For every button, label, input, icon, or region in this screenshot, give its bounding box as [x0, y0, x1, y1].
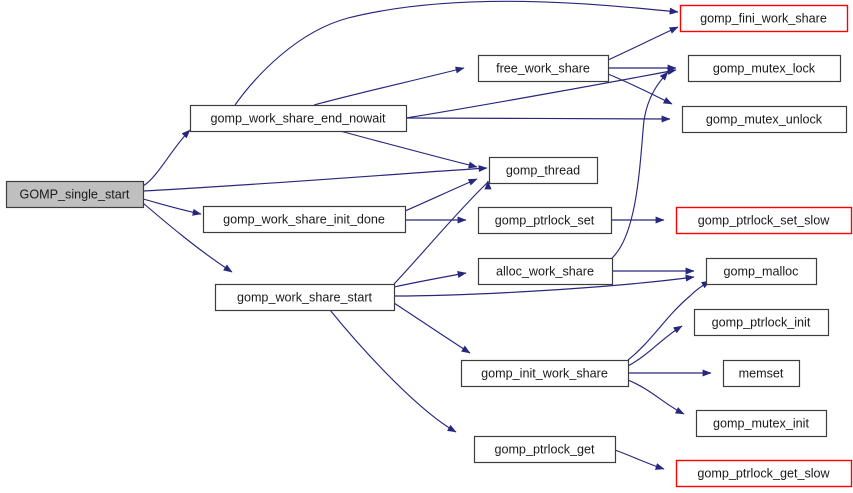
- node-gomp_init_work_share[interactable]: gomp_init_work_share: [460, 359, 630, 388]
- call-edge-free_work_share-to-gomp_mutex_unlock: [607, 73, 673, 105]
- call-edge-gomp_work_share_start-to-gomp_malloc: [393, 274, 695, 297]
- node-gomp_work_share_start[interactable]: gomp_work_share_start: [214, 283, 396, 312]
- node-box-gomp_ptrlock_set_slow[interactable]: [675, 206, 853, 235]
- node-box-gomp_ptrlock_get[interactable]: [473, 435, 617, 464]
- node-box-gomp_mutex_init[interactable]: [695, 409, 828, 438]
- call-edge-gomp_work_share_end_nowait-to-gomp_mutex_lock: [405, 68, 677, 119]
- call-edge-gomp_single_start-to-gomp_work_share_start: [142, 202, 233, 273]
- call-edge-alloc_work_share-to-gomp_mutex_lock: [611, 71, 669, 259]
- node-box-gomp_thread[interactable]: [488, 156, 599, 185]
- node-box-gomp_mutex_lock[interactable]: [687, 54, 842, 83]
- call-edge-gomp_work_share_init_done-to-gomp_thread: [404, 178, 478, 212]
- call-edge-gomp_init_work_share-to-gomp_mutex_init: [627, 379, 685, 415]
- node-gomp_mutex_lock[interactable]: gomp_mutex_lock: [687, 54, 842, 83]
- node-gomp_ptrlock_get[interactable]: gomp_ptrlock_get: [473, 435, 617, 464]
- call-edge-gomp_work_share_end_nowait-to-free_work_share: [313, 66, 465, 106]
- node-box-free_work_share[interactable]: [477, 54, 610, 83]
- call-edge-gomp_work_share_end_nowait-to-gomp_thread: [339, 130, 478, 169]
- call-edge-gomp_work_share_start-to-gomp_ptrlock_get: [329, 309, 457, 433]
- node-gomp_ptrlock_init[interactable]: gomp_ptrlock_init: [693, 308, 830, 337]
- node-gomp_single_start[interactable]: GOMP_single_start: [5, 180, 145, 209]
- call-edge-gomp_single_start-to-gomp_work_share_init_done: [142, 198, 202, 216]
- node-box-gomp_malloc[interactable]: [705, 257, 818, 286]
- node-gomp_ptrlock_get_slow[interactable]: gomp_ptrlock_get_slow: [675, 459, 853, 488]
- node-box-memset[interactable]: [722, 359, 801, 388]
- call-edge-gomp_work_share_start-to-gomp_init_work_share: [393, 302, 471, 354]
- node-box-gomp_init_work_share[interactable]: [460, 359, 630, 388]
- call-edge-gomp_single_start-to-gomp_work_share_end_nowait: [142, 129, 191, 187]
- node-gomp_work_share_init_done[interactable]: gomp_work_share_init_done: [202, 205, 407, 234]
- node-box-gomp_work_share_end_nowait[interactable]: [189, 104, 408, 133]
- node-gomp_thread[interactable]: gomp_thread: [488, 156, 599, 185]
- node-box-gomp_ptrlock_init[interactable]: [693, 308, 830, 337]
- node-box-gomp_work_share_init_done[interactable]: [202, 205, 407, 234]
- call-edge-gomp_work_share_start-to-alloc_work_share: [393, 271, 467, 288]
- node-memset[interactable]: memset: [722, 359, 801, 388]
- call-edge-gomp_ptrlock_get-to-gomp_ptrlock_get_slow: [614, 449, 665, 470]
- call-edge-gomp_init_work_share-to-gomp_ptrlock_init: [627, 325, 683, 367]
- node-box-gomp_work_share_start[interactable]: [214, 283, 396, 312]
- node-box-gomp_mutex_unlock[interactable]: [681, 105, 848, 134]
- node-box-gomp_ptrlock_set[interactable]: [477, 206, 613, 235]
- call-edge-free_work_share-to-gomp_fini_work_share: [607, 26, 679, 61]
- edge-layer: [142, 0, 712, 470]
- node-box-gomp_fini_work_share[interactable]: [679, 4, 849, 33]
- node-gomp_work_share_end_nowait[interactable]: gomp_work_share_end_nowait: [189, 104, 408, 133]
- node-box-gomp_ptrlock_get_slow[interactable]: [675, 459, 853, 488]
- node-free_work_share[interactable]: free_work_share: [477, 54, 610, 83]
- node-gomp_mutex_unlock[interactable]: gomp_mutex_unlock: [681, 105, 848, 134]
- node-gomp_mutex_init[interactable]: gomp_mutex_init: [695, 409, 828, 438]
- call-edge-gomp_work_share_end_nowait-to-gomp_mutex_unlock: [405, 115, 671, 123]
- node-gomp_fini_work_share[interactable]: gomp_fini_work_share: [679, 4, 849, 33]
- node-box-alloc_work_share[interactable]: [477, 257, 614, 286]
- node-gomp_malloc[interactable]: gomp_malloc: [705, 257, 818, 286]
- node-alloc_work_share[interactable]: alloc_work_share: [477, 257, 614, 286]
- node-box-gomp_single_start[interactable]: [5, 180, 145, 209]
- node-gomp_ptrlock_set[interactable]: gomp_ptrlock_set: [477, 206, 613, 235]
- node-gomp_ptrlock_set_slow[interactable]: gomp_ptrlock_set_slow: [675, 206, 853, 235]
- call-edge-gomp_single_start-to-gomp_thread: [142, 165, 488, 192]
- call-edge-gomp_work_share_end_nowait-to-gomp_fini_work_share: [234, 0, 679, 106]
- call-edge-gomp_work_share_start-to-gomp_thread: [393, 180, 492, 285]
- call-edge-gomp_init_work_share-to-gomp_malloc: [627, 280, 711, 361]
